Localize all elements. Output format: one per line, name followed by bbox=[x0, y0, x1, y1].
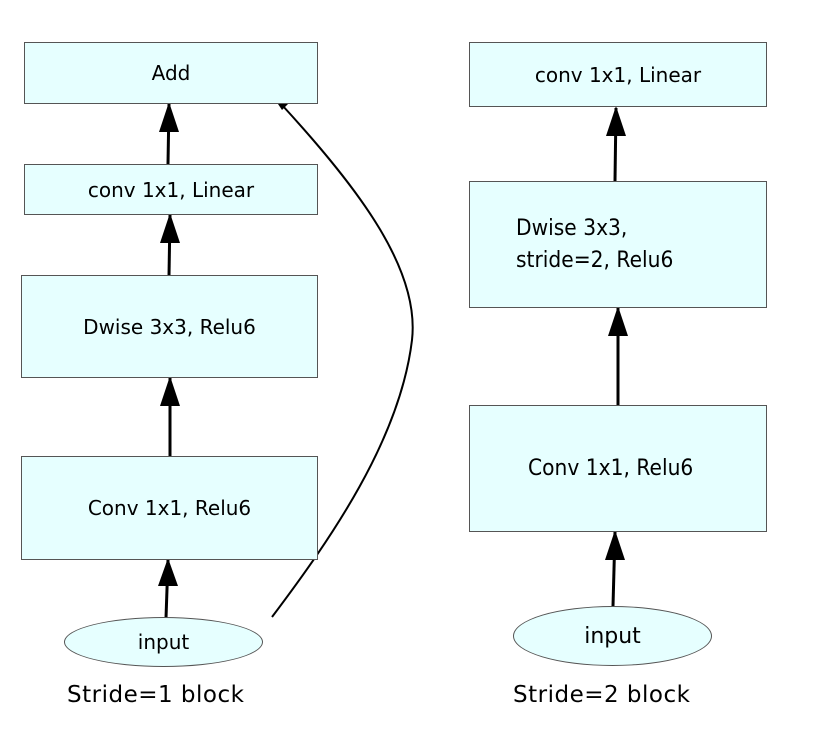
dwise-node-left: Dwise 3x3, Relu6 bbox=[21, 275, 318, 378]
caption-stride2: Stride=2 block bbox=[513, 682, 691, 708]
conv1x1-linear-node-right: conv 1x1, Linear bbox=[469, 42, 767, 107]
conv1x1-relu6-node-right: Conv 1x1, Relu6 bbox=[469, 405, 767, 532]
input-node-left: input bbox=[64, 617, 263, 667]
arrowhead-input-to-conv-right bbox=[605, 530, 625, 560]
arrowhead-conv-to-dwise-left bbox=[160, 376, 180, 406]
arrowhead-dwise-to-linear-left bbox=[160, 213, 180, 243]
dwise-node-right: Dwise 3x3, stride=2, Relu6 bbox=[469, 181, 767, 308]
conv1x1-relu6-node-left: Conv 1x1, Relu6 bbox=[21, 456, 318, 560]
input-label-right: input bbox=[584, 623, 641, 649]
input-node-right: input bbox=[513, 606, 712, 666]
arrowhead-conv-to-dwise-right bbox=[608, 306, 628, 336]
conv1x1-linear-label-right: conv 1x1, Linear bbox=[534, 62, 702, 87]
conv1x1-relu6-label-right: Conv 1x1, Relu6 bbox=[528, 456, 694, 481]
arrowhead-dwise-to-linear-right bbox=[606, 106, 626, 136]
dwise-label-right: Dwise 3x3, stride=2, Relu6 bbox=[516, 215, 674, 273]
input-label-left: input bbox=[137, 630, 190, 654]
residual-connection bbox=[271, 104, 414, 618]
dwise-label-left: Dwise 3x3, Relu6 bbox=[83, 314, 256, 339]
add-node: Add bbox=[24, 42, 318, 104]
caption-stride1: Stride=1 block bbox=[67, 682, 245, 708]
arrowhead-linear-to-add-left bbox=[159, 102, 179, 132]
add-node-label: Add bbox=[151, 61, 191, 85]
arrowhead-input-to-conv-left bbox=[158, 558, 178, 586]
conv1x1-relu6-label-left: Conv 1x1, Relu6 bbox=[87, 496, 252, 520]
conv1x1-linear-node-left: conv 1x1, Linear bbox=[24, 164, 318, 215]
conv1x1-linear-label-left: conv 1x1, Linear bbox=[87, 177, 255, 202]
